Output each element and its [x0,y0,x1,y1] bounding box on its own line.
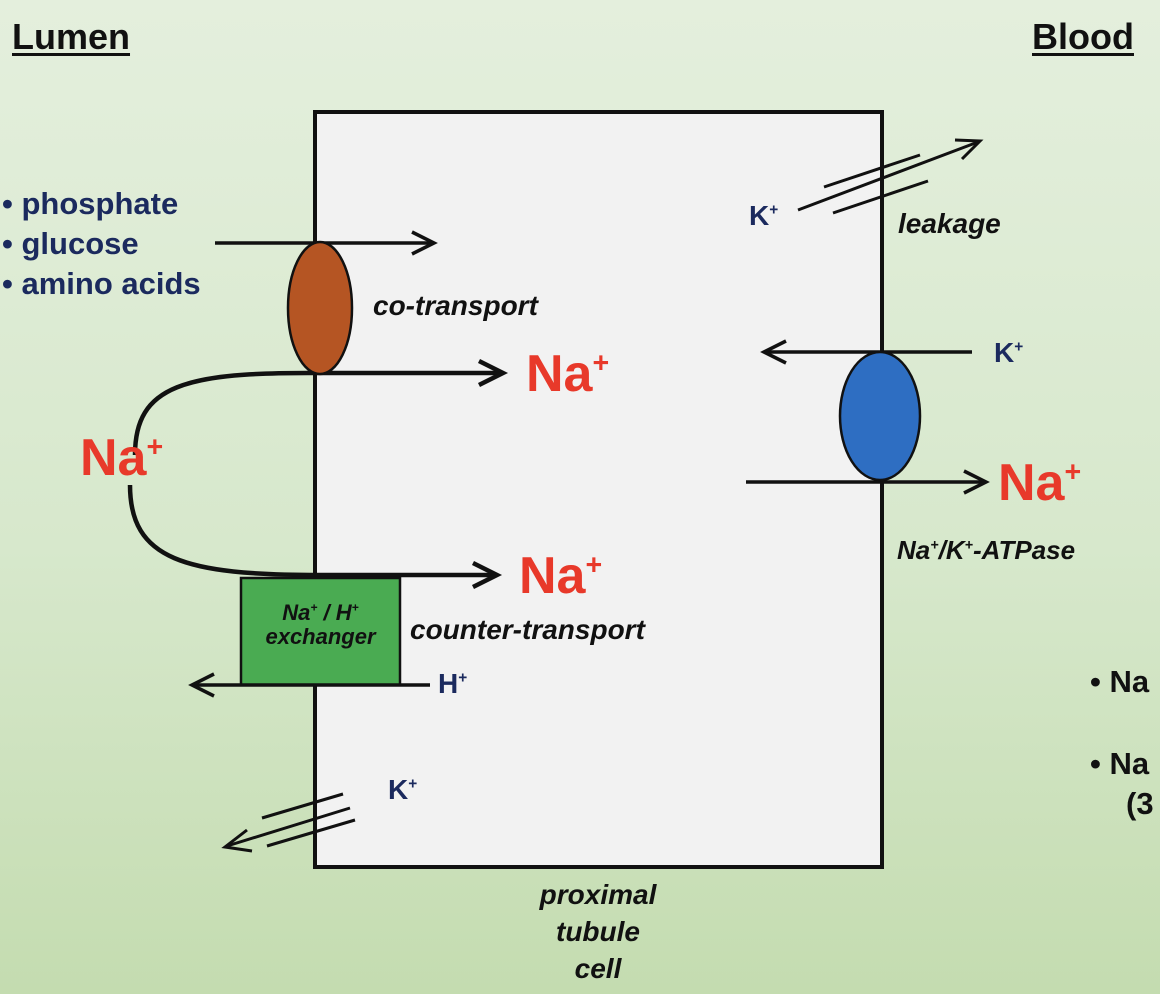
exchanger-label-line1: Na+ / H+ [282,600,359,625]
k-ion-atpase: K+ [994,337,1023,369]
h-charge: + [458,669,468,687]
na-out-arrow-head [963,469,990,495]
k-ion-leak-lumen: K+ [388,774,417,806]
solute-arrow-head [411,230,438,256]
cell-caption-line3: cell [574,953,622,984]
k-leak-blood-line-3 [832,179,929,215]
solute-item-amino-acids: • amino acids [2,266,201,301]
na-symbol: Na [519,547,586,605]
k-leak-lumen-head [221,828,253,853]
na-upper-arrowhead [477,358,509,388]
solute-label: amino acids [21,266,201,301]
k-in-arrow-head [760,339,787,365]
k-leak-blood-line-1 [823,153,921,189]
na-charge: + [146,431,164,464]
k-ion-leak-blood: K+ [749,200,778,232]
atpase-label: Na+/K+-ATPase [897,535,1076,565]
solute-label: phosphate [21,186,179,221]
k-symbol: K [994,337,1015,368]
cutoff-bullet-3: (3 [1126,786,1154,821]
k-leak-lumen-line-3 [266,818,356,848]
exchanger-label: Na+ / H+ exchanger [243,601,398,649]
na-symbol: Na [80,429,147,487]
na-charge: + [585,549,603,582]
na-ion-cell-lower: Na+ [519,546,602,606]
k-symbol: K [749,200,770,231]
cell-caption: proximal tubule cell [498,876,698,987]
h-ion: H+ [438,668,467,700]
k-charge: + [408,775,418,793]
solute-item-glucose: • glucose [2,226,139,261]
cotransporter-protein [286,240,354,376]
na-ion-lumen: Na+ [80,428,163,488]
exchanger-label-line2: exchanger [265,624,376,649]
k-leak-blood-line-2 [797,140,979,212]
solute-label: glucose [21,226,139,261]
na-symbol: Na [998,454,1065,512]
k-charge: + [769,201,779,219]
na-lower-curve [127,484,494,578]
solute-item-phosphate: • phosphate [2,186,179,221]
cell-rectangle [313,110,884,869]
k-leak-lumen-line-2 [226,806,351,848]
na-k-atpase-protein [838,350,922,482]
na-charge: + [1064,456,1082,489]
na-symbol: Na [526,345,593,403]
k-charge: + [1014,338,1024,356]
blood-header: Blood [1032,16,1134,57]
h-arrow-head [188,672,215,698]
co-transport-label: co-transport [373,290,538,321]
leakage-label: leakage [898,208,1001,239]
cutoff-bullet-2: • Na [1090,746,1150,781]
k-symbol: K [388,774,409,805]
lumen-header: Lumen [12,16,131,57]
cell-caption-line2: tubule [556,916,640,947]
na-ion-blood: Na+ [998,453,1081,513]
na-charge: + [592,347,610,380]
k-leak-lumen-line-1 [261,792,344,820]
h-symbol: H [438,668,459,699]
na-ion-cell-upper: Na+ [526,344,609,404]
cutoff-bullet-1: • Na [1090,664,1150,699]
na-upper-curve [132,370,500,456]
na-lower-arrowhead [471,560,503,590]
cell-caption-line1: proximal [539,879,657,910]
k-leak-blood-head [954,138,984,161]
counter-transport-label: counter-transport [410,614,645,645]
